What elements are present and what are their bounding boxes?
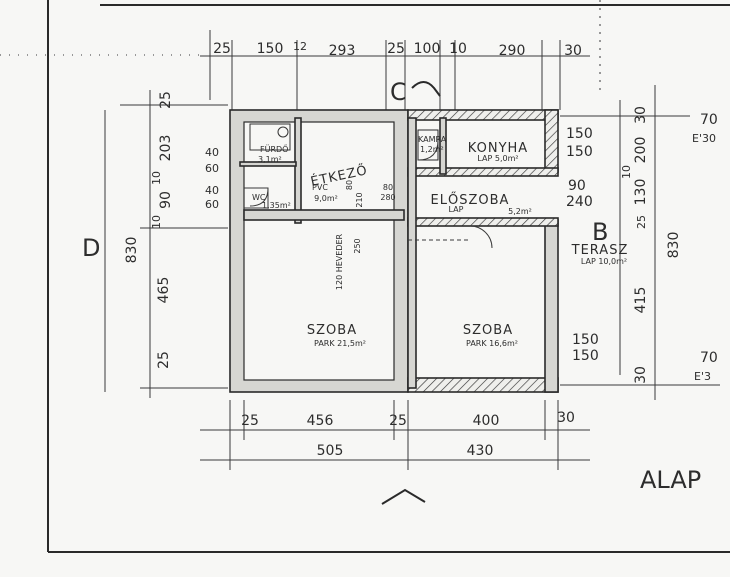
- left-dim-25-bottom: 25: [156, 351, 172, 369]
- left-small-2: 60: [205, 162, 219, 175]
- top-dim-5: 25: [387, 41, 405, 57]
- top-dimension-chain: 25 150 12 293 25 100 10 290 30: [200, 30, 590, 110]
- right-vert-200: 200: [633, 137, 649, 164]
- room-konyha-sub: LAP 5,0m²: [477, 154, 518, 163]
- sheet-frame: [0, 0, 730, 553]
- left-dim-10b: 10: [150, 215, 163, 229]
- right-dim-150c: 150: [572, 332, 599, 348]
- opening-annotations: 120 HEVEDER 80 210 250 80 280: [335, 180, 396, 290]
- right-edge-70a: 70: [700, 112, 718, 128]
- right-vert-30-top: 30: [633, 106, 649, 124]
- right-vert-25: 25: [635, 215, 648, 229]
- room-szoba2-name: SZOBA: [463, 323, 513, 338]
- bottom-dimension-chain: 25 456 25 400 30 505 430: [200, 400, 590, 470]
- left-small-3: 40: [205, 184, 219, 197]
- right-dim-150a: 150: [566, 126, 593, 142]
- room-szoba2-sub: PARK 16,6m²: [466, 339, 518, 348]
- opening-280: 280: [380, 193, 395, 202]
- top-dim-3: 12: [293, 40, 307, 53]
- left-dimension-chain: 25 203 10 90 10 465 25 830 40 60 40 60: [104, 90, 228, 398]
- right-vert-10: 10: [620, 165, 633, 179]
- room-terasz-sub: LAP 10,0m²: [581, 257, 627, 266]
- right-edge-e30: E'30: [692, 132, 716, 145]
- opening-heveder: 120 HEVEDER: [335, 233, 344, 290]
- room-furdo-name: FÜRDŐ: [260, 144, 288, 154]
- opening-210: 210: [355, 192, 364, 207]
- section-mark-bottom: [381, 488, 426, 505]
- room-eloszoba-area: 5,2m²: [508, 207, 532, 216]
- room-szoba1-name: SZOBA: [307, 323, 357, 338]
- room-kamra-area: 1,2m²: [420, 145, 444, 154]
- room-eloszoba-name: ELŐSZOBA: [431, 192, 510, 208]
- opening-80a: 80: [345, 180, 354, 190]
- left-dim-465: 465: [156, 277, 172, 304]
- right-vert-30-bottom: 30: [633, 366, 649, 384]
- left-dim-203: 203: [158, 135, 174, 162]
- bottom-dim-2: 456: [307, 413, 334, 429]
- room-furdo-area: 3,1m²: [258, 155, 282, 164]
- right-vert-415: 415: [633, 287, 649, 314]
- right-dim-240: 240: [566, 194, 593, 210]
- section-mark-right: B: [592, 218, 608, 246]
- bottom-dim-1: 25: [241, 413, 259, 429]
- room-kamra-name: KAMRA: [418, 135, 447, 144]
- right-edge-70b: 70: [700, 350, 718, 366]
- section-marks: C D B: [82, 78, 608, 505]
- bottom-dim-5: 30: [557, 410, 575, 426]
- left-small-1: 40: [205, 146, 219, 159]
- room-wc-name: WC: [252, 193, 266, 202]
- top-dim-2: 150: [257, 41, 284, 57]
- room-eloszoba-sub: LAP: [449, 205, 464, 214]
- room-etkezo-area: 9,0m²: [314, 194, 338, 203]
- section-mark-left: D: [82, 234, 100, 262]
- top-dim-7: 10: [449, 41, 467, 57]
- bottom-total-2: 430: [467, 443, 494, 459]
- top-dim-4: 293: [329, 43, 356, 59]
- room-terasz-name: TERASZ: [571, 243, 629, 258]
- left-dim-10a: 10: [150, 171, 163, 185]
- right-dim-150d: 150: [572, 348, 599, 364]
- right-dimension-chain: 150 150 90 240 150 150 830 30 200 10 130…: [560, 85, 720, 400]
- room-szoba1-sub: PARK 21,5m²: [314, 339, 366, 348]
- opening-80b: 80: [383, 183, 393, 192]
- right-edge-e3: E'3: [694, 370, 711, 383]
- top-dim-8: 290: [499, 43, 526, 59]
- section-mark-top: C: [390, 78, 407, 106]
- right-dim-150b: 150: [566, 144, 593, 160]
- right-vert-830: 830: [666, 232, 682, 259]
- top-dim-1: 25: [213, 41, 231, 57]
- bottom-dim-4: 400: [473, 413, 500, 429]
- left-dim-25-top: 25: [158, 91, 174, 109]
- top-dim-9: 30: [564, 43, 582, 59]
- room-konyha-name: KONYHA: [468, 141, 528, 156]
- room-etkezo-sub: PVC: [312, 183, 328, 192]
- corner-text: ALAP: [640, 466, 701, 494]
- right-dim-90: 90: [568, 178, 586, 194]
- building-walls: [229, 109, 559, 393]
- left-dim-90: 90: [158, 191, 174, 209]
- left-small-4: 60: [205, 198, 219, 211]
- bottom-dim-3: 25: [389, 413, 407, 429]
- left-dim-830: 830: [124, 237, 140, 264]
- right-vert-130: 130: [633, 179, 649, 206]
- room-wc-area: 1,35m²: [262, 201, 291, 210]
- bottom-total-1: 505: [317, 443, 344, 459]
- opening-250: 250: [353, 238, 362, 253]
- top-dim-6: 100: [414, 41, 441, 57]
